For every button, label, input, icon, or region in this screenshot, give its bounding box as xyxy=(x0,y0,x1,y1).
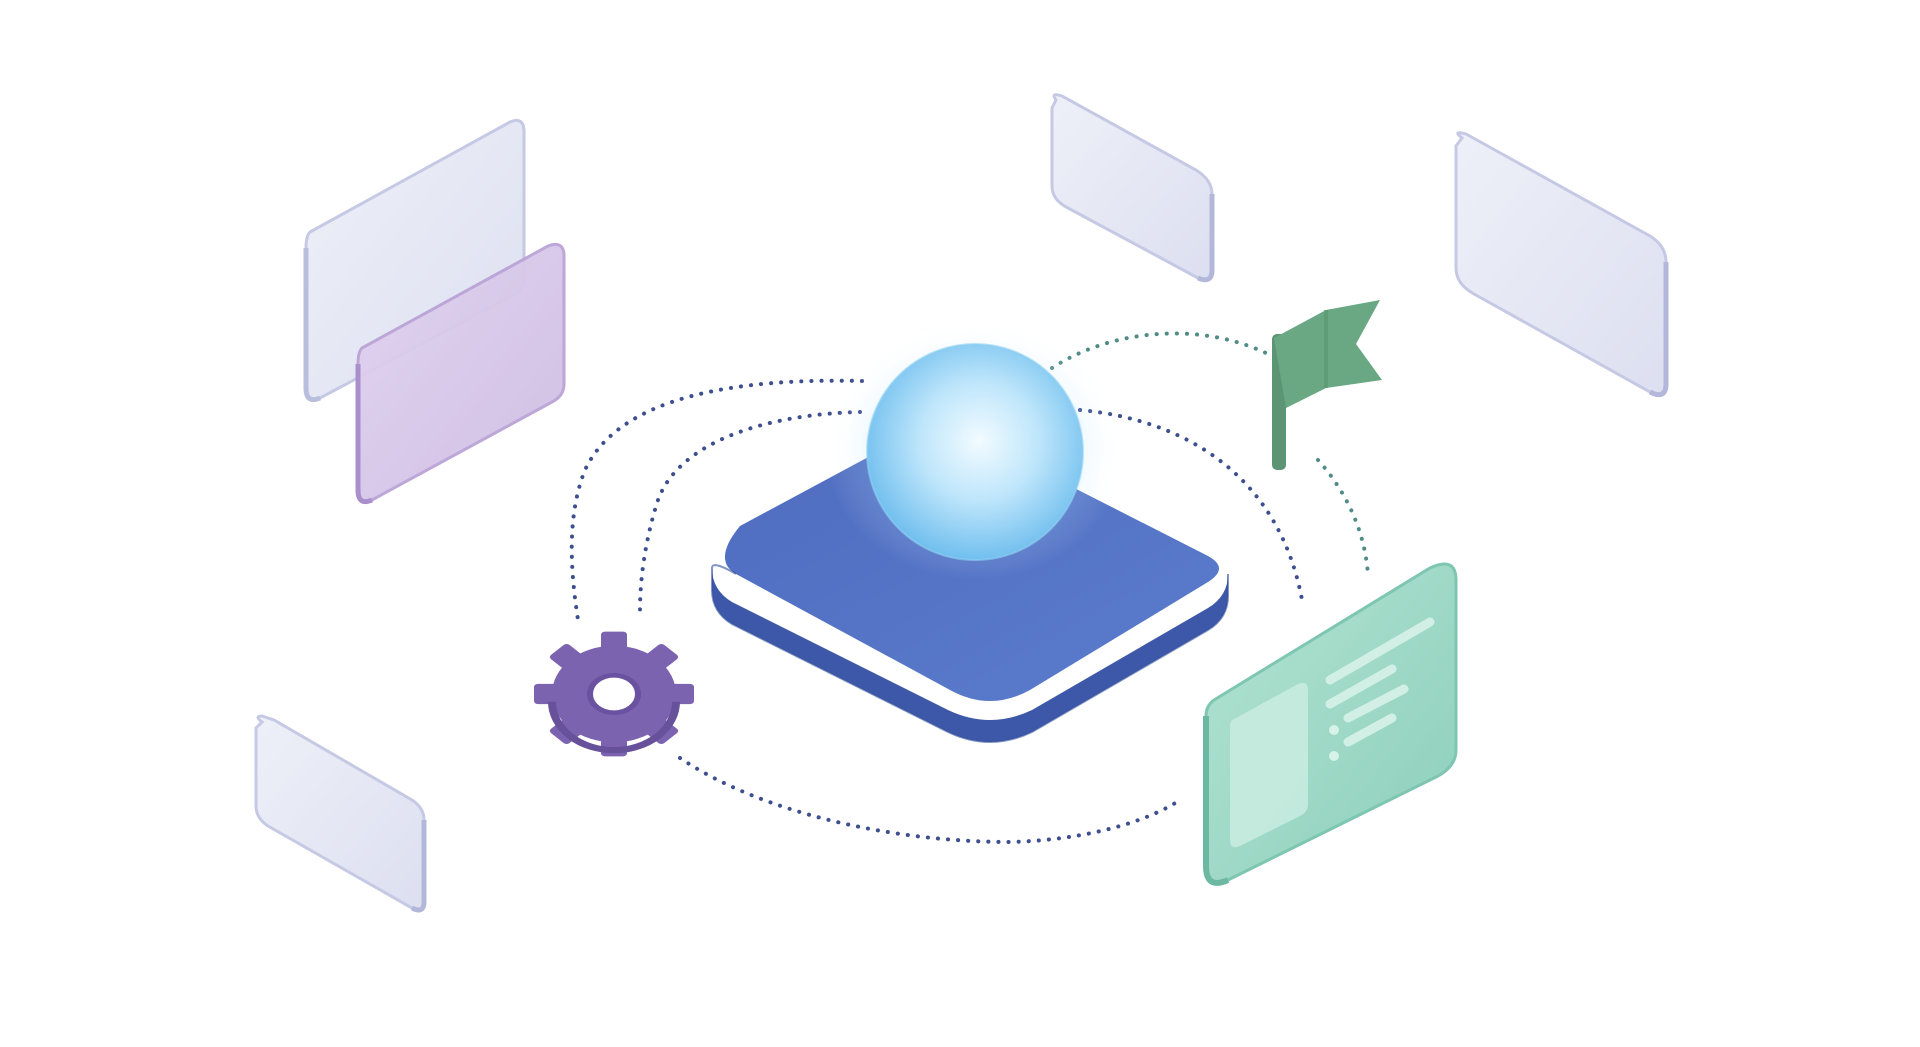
glass-pane-top-right xyxy=(1454,131,1669,398)
glass-pane-bottom-left xyxy=(254,714,427,913)
inner-orbit-left xyxy=(638,410,862,612)
glass-pane-top-center xyxy=(1050,93,1215,283)
orbit-paths xyxy=(569,331,1370,845)
outer-orbit-bottom xyxy=(678,756,1182,845)
purple-pane-left xyxy=(355,242,566,505)
orb-icon xyxy=(825,320,1125,580)
outer-orbit-top-right xyxy=(1050,331,1272,370)
gear-icon xyxy=(534,631,694,757)
outer-orbit-left xyxy=(569,378,864,622)
flag-icon xyxy=(1272,300,1382,470)
dashboard-icon xyxy=(1203,562,1458,886)
outer-orbit-right xyxy=(1316,458,1370,577)
